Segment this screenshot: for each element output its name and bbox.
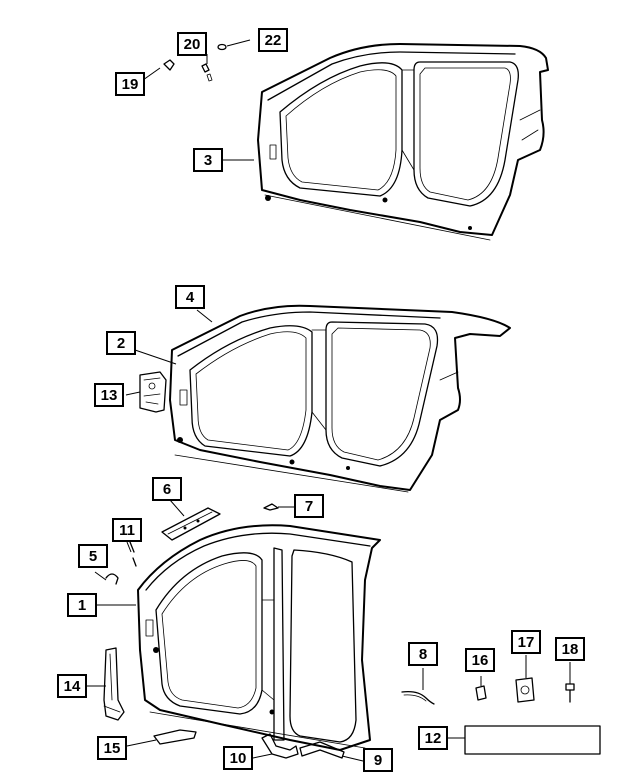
callout-22: 22 xyxy=(258,28,288,52)
leader-22 xyxy=(226,39,251,47)
callout-16: 16 xyxy=(465,648,495,672)
part-14-pillar-reinforcement xyxy=(103,647,125,721)
leader-6 xyxy=(169,499,185,517)
part-6-roof-rail-reinforcement xyxy=(161,507,221,541)
leader-19 xyxy=(142,67,161,81)
part-22-pad xyxy=(217,43,227,51)
part-17-nut-plate xyxy=(515,677,535,703)
part-15-sill-bracket xyxy=(153,729,197,745)
callout-3: 3 xyxy=(193,148,223,172)
part-20-bracket xyxy=(201,63,213,82)
leader-11 xyxy=(126,541,132,553)
callout-14: 14 xyxy=(57,674,87,698)
callout-20: 20 xyxy=(177,32,207,56)
callout-8: 8 xyxy=(408,642,438,666)
callout-17: 17 xyxy=(511,630,541,654)
callout-5: 5 xyxy=(78,544,108,568)
callout-10: 10 xyxy=(223,746,253,770)
part-5-bracket xyxy=(105,573,119,585)
leader-5 xyxy=(94,571,107,581)
part-10-sill-reinforcement xyxy=(261,733,299,759)
callout-18: 18 xyxy=(555,637,585,661)
part-12-panel xyxy=(464,725,601,755)
callout-19: 19 xyxy=(115,72,145,96)
callout-6: 6 xyxy=(152,477,182,501)
callout-4: 4 xyxy=(175,285,205,309)
part-4-body-side-aperture xyxy=(169,304,511,493)
callout-1: 1 xyxy=(67,593,97,617)
callout-7: 7 xyxy=(294,494,324,518)
part-16-plug xyxy=(475,685,487,701)
callout-2: 2 xyxy=(106,331,136,355)
part-7-clip xyxy=(263,503,279,511)
part-1-body-side-aperture xyxy=(137,524,381,751)
callout-9: 9 xyxy=(363,748,393,772)
leader-10 xyxy=(252,753,273,759)
leader-9 xyxy=(341,755,364,762)
part-18-bolt xyxy=(565,683,575,703)
part-19-clip xyxy=(163,59,175,71)
leader-15 xyxy=(126,739,157,747)
leader-lines xyxy=(87,39,571,762)
part-9-sill-extension xyxy=(299,741,345,759)
part-3-body-side-aperture xyxy=(257,43,549,241)
part-11-bolt xyxy=(129,541,137,567)
callout-13: 13 xyxy=(94,383,124,407)
part-13-hinge-reinforcement xyxy=(139,371,167,413)
callout-15: 15 xyxy=(97,736,127,760)
leader-2 xyxy=(134,349,177,365)
callout-11: 11 xyxy=(112,518,142,542)
part-8-strap xyxy=(401,690,435,705)
leader-4 xyxy=(196,309,213,323)
callout-12: 12 xyxy=(418,726,448,750)
leader-13 xyxy=(125,391,141,396)
